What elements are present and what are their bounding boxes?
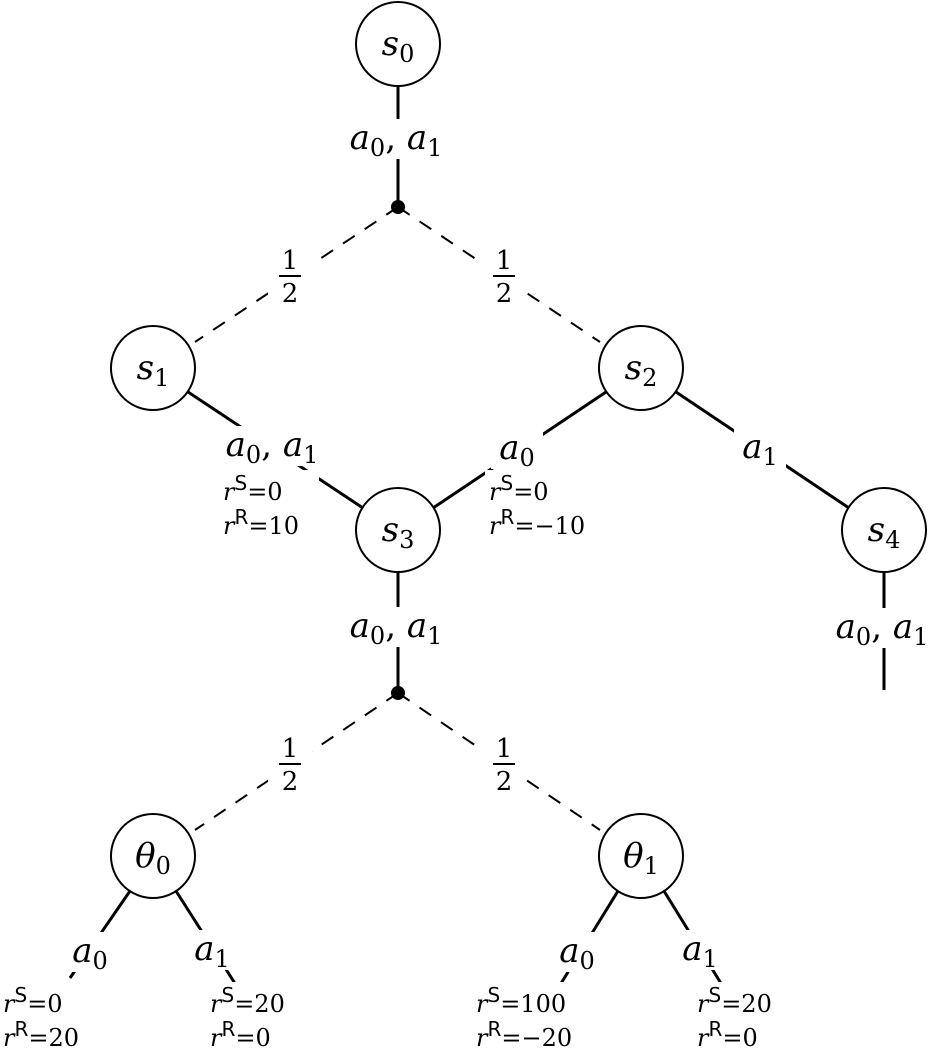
- state-label-s0: s0: [382, 24, 415, 68]
- state-label-s1: s1: [137, 348, 170, 392]
- action-label-s2-s3: a0: [499, 428, 535, 472]
- prob-s2-numerator: 1: [496, 246, 513, 276]
- reward-theta0-a1-sender: rS=20: [210, 983, 285, 1018]
- action-label-s3-bg: [338, 607, 454, 647]
- action-label-s1-s3: a0, a1: [226, 425, 319, 469]
- action-label-theta0-a1-bg: [186, 930, 238, 970]
- state-label-s4: s4: [868, 510, 901, 554]
- action-label-theta1-a1: a1: [682, 929, 718, 973]
- reward-s2-s3-receiver: rR=−10: [489, 505, 585, 540]
- reward-theta0-a0-bg: [0, 982, 99, 1050]
- prob-theta0-denominator: 2: [282, 767, 299, 797]
- prob-s2-denominator: 2: [496, 279, 513, 309]
- reward-theta1-a1-sender: rS=20: [697, 983, 772, 1018]
- state-node-theta1: [598, 813, 684, 899]
- prob-theta1-denominator: 2: [496, 767, 513, 797]
- action-label-theta1-a0: a0: [559, 931, 595, 975]
- state-label-theta0: θ0: [135, 836, 171, 880]
- reward-theta0-a0-receiver: rR=20: [3, 1017, 79, 1051]
- action-label-theta1-a0-bg: [551, 932, 603, 972]
- state-label-s2: s2: [625, 348, 658, 392]
- state-node-s1: [110, 325, 196, 411]
- reward-theta0-a1-bg: [206, 982, 306, 1050]
- action-label-s2-s4-bg: [734, 428, 786, 468]
- reward-theta0-a1-receiver: rR=0: [210, 1017, 271, 1051]
- action-label-s1-s3-bg: [214, 426, 330, 466]
- reward-theta1-a0-sender: rS=100: [476, 983, 566, 1018]
- reward-theta1-a1-bg: [693, 982, 793, 1050]
- prob-s1-denominator: 2: [282, 279, 299, 309]
- action-label-s0-bg: [338, 119, 454, 159]
- action-label-s4: a0, a1: [836, 607, 929, 651]
- state-node-s3: [355, 487, 441, 573]
- prob-s1-numerator: 1: [282, 246, 299, 276]
- reward-theta1-a0-receiver: rR=−20: [476, 1017, 572, 1051]
- chance-node-1: [391, 200, 405, 214]
- reward-theta0-a0-sender: rS=0: [3, 983, 63, 1018]
- prob-theta0-numerator: 1: [282, 734, 299, 764]
- reward-theta1-a1-receiver: rR=0: [697, 1017, 758, 1051]
- action-label-theta0-a1: a1: [194, 929, 230, 973]
- action-label-s3: a0, a1: [350, 606, 443, 650]
- reward-s1-s3-bg: [219, 470, 319, 538]
- reward-s1-s3-sender: rS=0: [223, 471, 283, 506]
- state-node-s4: [841, 487, 927, 573]
- reward-s2-s3-bg: [485, 470, 615, 538]
- state-node-theta0: [110, 813, 196, 899]
- action-label-theta0-a0: a0: [72, 931, 108, 975]
- state-node-s0: [355, 1, 441, 87]
- prob-theta1-numerator: 1: [496, 734, 513, 764]
- action-label-theta0-a0-bg: [64, 932, 116, 972]
- state-label-s3: s3: [382, 510, 415, 554]
- chance-node-2: [391, 686, 405, 700]
- state-label-theta1: θ1: [623, 836, 659, 880]
- reward-s1-s3-receiver: rR=10: [223, 505, 299, 540]
- action-label-theta1-a1-bg: [674, 930, 726, 970]
- reward-theta1-a0-bg: [472, 982, 602, 1050]
- action-label-s4-bg: [824, 608, 939, 648]
- action-label-s2-s3-bg: [491, 429, 543, 469]
- action-label-s0: a0, a1: [350, 118, 443, 162]
- action-label-s2-s4: a1: [742, 427, 778, 471]
- reward-s2-s3-sender: rS=0: [489, 471, 549, 506]
- state-node-s2: [598, 325, 684, 411]
